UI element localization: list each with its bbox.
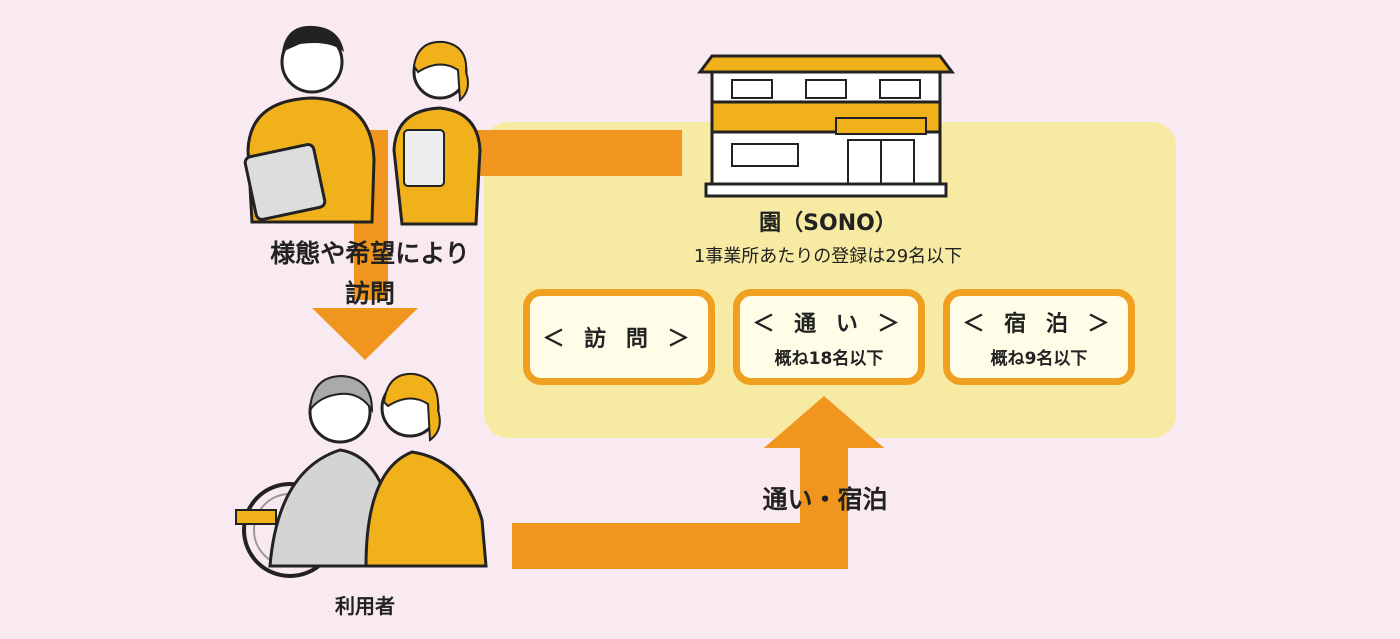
service-stay-capacity: 概ね9名以下 (990, 348, 1088, 369)
staff-label-line1: 様態や希望により (270, 239, 470, 268)
service-card-day: ＜ 通 い ＞ 概ね18名以下 (733, 289, 925, 385)
facility-note: 1事業所あたりの登録は29名以下 (693, 246, 963, 267)
user-label: 利用者 (335, 594, 395, 618)
service-day-capacity: 概ね18名以下 (774, 348, 884, 369)
service-day-title: ＜ 通 い ＞ (752, 311, 906, 337)
service-card-stay: ＜ 宿 泊 ＞ 概ね9名以下 (943, 289, 1135, 385)
staff-illustration (243, 25, 482, 226)
facility-name: 園（SONO） (759, 211, 897, 236)
return-arrow-vertical (800, 446, 848, 569)
return-label: 通い・宿泊 (762, 485, 888, 514)
up-arrow-head-overlay (764, 396, 884, 448)
down-arrow-head (312, 308, 418, 360)
staff-to-building-connector-overlay (470, 130, 682, 176)
service-card-visit: ＜ 訪 問 ＞ (523, 289, 715, 385)
staff-label-line2: 訪問 (344, 279, 395, 308)
wheelchair-user-illustration (235, 372, 488, 578)
service-stay-title: ＜ 宿 泊 ＞ (962, 311, 1116, 337)
return-arrow-horizontal (512, 523, 848, 569)
service-visit-title: ＜ 訪 問 ＞ (542, 327, 696, 352)
building-icon (697, 54, 955, 198)
